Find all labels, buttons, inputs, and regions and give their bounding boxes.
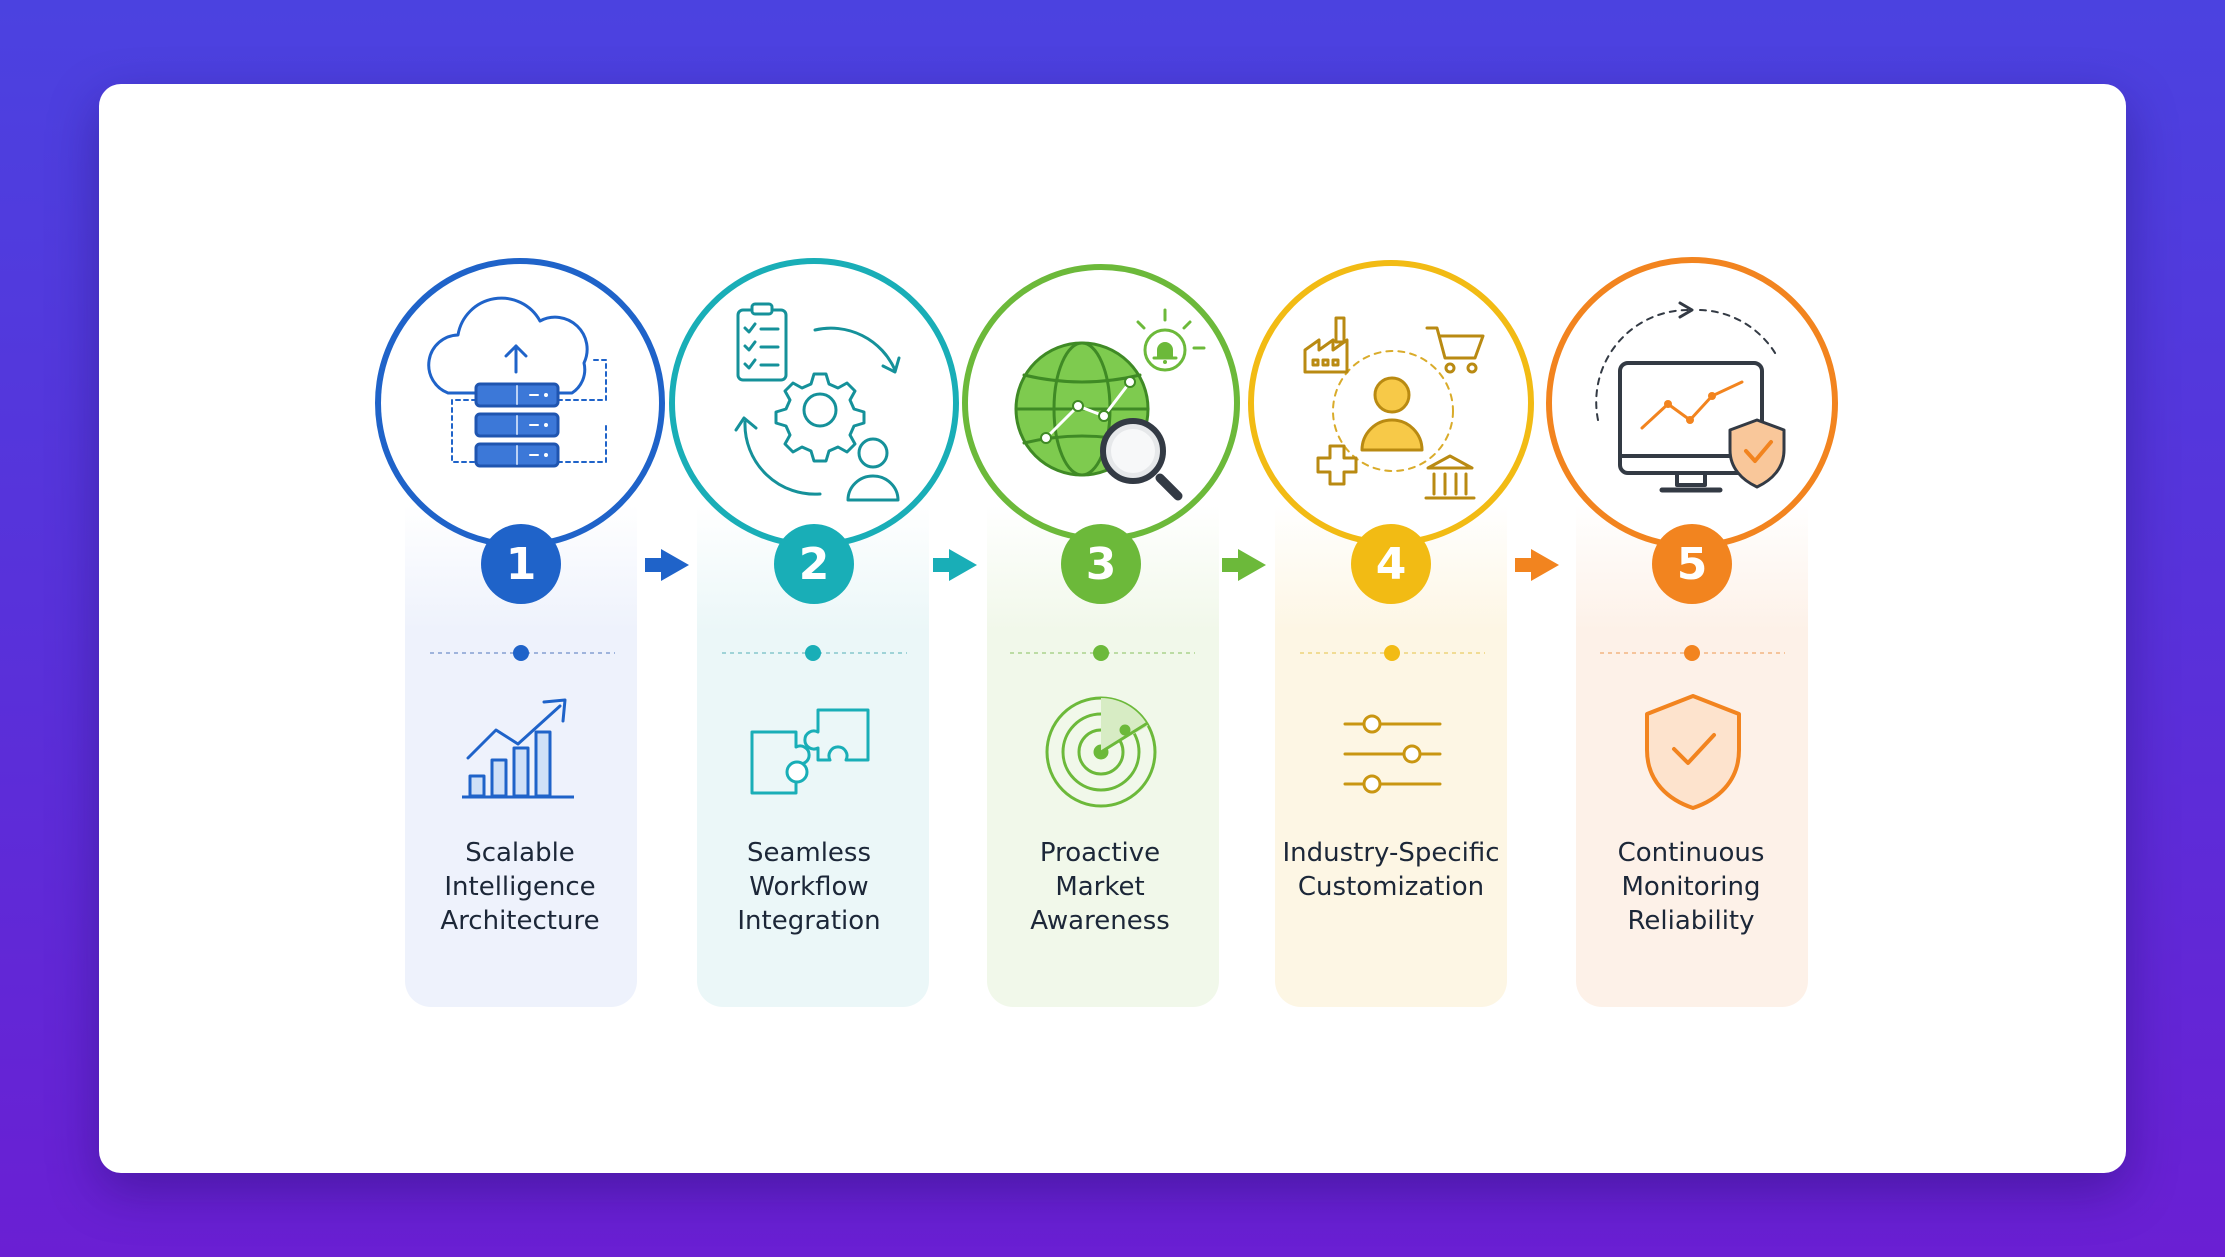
divider-5 [1600,645,1785,661]
step-3-number-badge: 3 [1061,524,1141,604]
step-3-title-line: Market [1055,872,1145,902]
step-4-number-badge: 4 [1351,524,1431,604]
step-1-title: Scalable Intelligence Architecture [390,836,650,938]
radar-icon [1045,696,1157,808]
globe-search-icon [1014,308,1206,501]
step-1-title-line: Scalable [465,838,575,868]
divider-4 [1300,645,1485,661]
step-2-title-line: Integration [737,906,881,936]
arrow-2-3 [933,549,977,581]
step-4-title-line: Customization [1297,872,1485,902]
step-4-title-line: Industry-Specific [1282,838,1500,868]
step-3-title: Proactive Market Awareness [970,836,1230,938]
sliders-icon [1343,714,1442,794]
shield-check-icon [1645,694,1741,810]
arrow-1-2 [645,549,689,581]
step-5-title-line: Reliability [1627,906,1755,936]
divider-1 [430,645,615,661]
workflow-gear-icon [734,302,901,502]
monitor-shield-icon [1595,301,1786,493]
step-2-title-line: Seamless [746,838,872,868]
step-5-number-badge: 5 [1652,524,1732,604]
step-1-title-line: Architecture [440,906,600,936]
step-1-number-badge: 1 [481,524,561,604]
divider-2 [722,645,907,661]
industries-user-icon [1303,316,1485,500]
step-5-title-line: Continuous [1617,838,1765,868]
step-3-title-line: Proactive [1039,838,1161,868]
growth-chart-icon [462,698,574,799]
step-2-title: Seamless Workflow Integration [679,836,939,938]
arrow-4-5 [1515,549,1559,581]
step-3-title-line: Awareness [1030,906,1170,936]
divider-3 [1010,645,1195,661]
step-2-number-badge: 2 [774,524,854,604]
step-5-title-line: Monitoring [1621,872,1761,902]
step-5-title: Continuous Monitoring Reliability [1561,836,1821,938]
puzzle-icon [750,708,870,795]
step-2-title-line: Workflow [749,872,869,902]
cloud-server-icon [427,296,607,468]
step-1-title-line: Intelligence [444,872,596,902]
arrow-3-4 [1222,549,1266,581]
step-4-title: Industry-Specific Customization [1261,836,1521,904]
